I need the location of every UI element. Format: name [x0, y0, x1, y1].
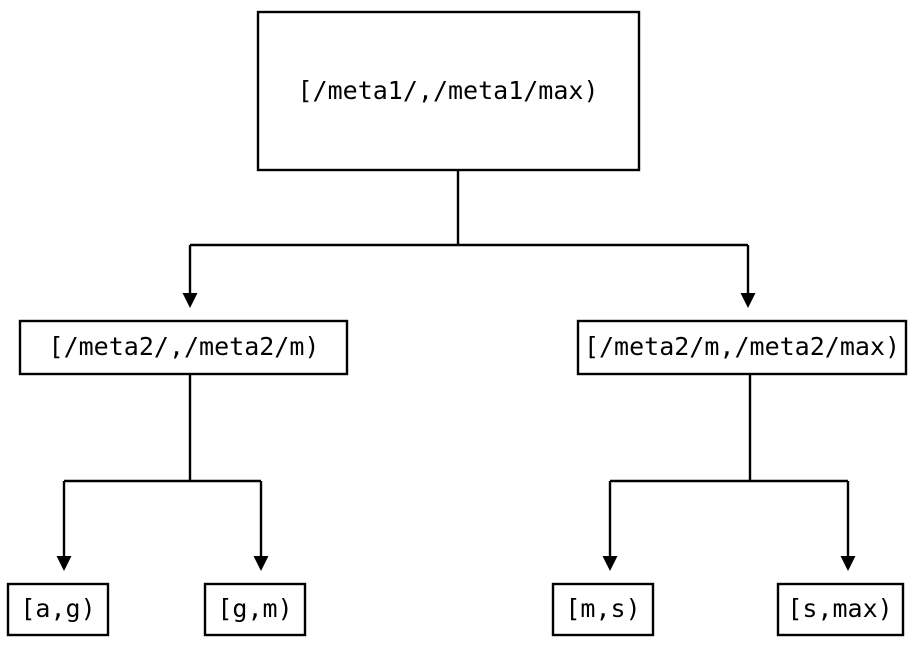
node-mid-right-label: [/meta2/m,/meta2/max): [584, 332, 900, 361]
arrowhead-leaf-2: [253, 556, 269, 571]
node-leaf-4-label: [s,max): [787, 594, 892, 623]
node-leaf-2[interactable]: [g,m): [203, 582, 307, 637]
arrowhead-mid-right: [740, 293, 756, 308]
edge-root-to-mid-right: [740, 245, 756, 308]
node-leaf-3[interactable]: [m,s): [551, 582, 655, 637]
node-leaf-3-label: [m,s): [565, 594, 640, 623]
arrowhead-leaf-1: [56, 556, 72, 571]
node-leaf-1-label: [a,g): [20, 594, 95, 623]
node-leaf-1[interactable]: [a,g): [6, 582, 110, 637]
node-mid-left-label: [/meta2/,/meta2/m): [49, 332, 320, 361]
edge-root-to-mid-left: [182, 170, 748, 308]
node-mid-left[interactable]: [/meta2/,/meta2/m): [18, 319, 349, 376]
node-root-box: [256, 10, 641, 172]
arrowhead-leaf-3: [602, 556, 618, 571]
node-leaf-4[interactable]: [s,max): [776, 582, 905, 637]
edge-mid-right-to-leaves: [602, 374, 856, 571]
arrowhead-mid-left: [182, 293, 198, 308]
node-mid-right[interactable]: [/meta2/m,/meta2/max): [576, 319, 908, 376]
node-root-label: [/meta1/,/meta1/max): [297, 76, 598, 105]
node-leaf-3-box: [551, 582, 655, 637]
node-mid-left-box: [18, 319, 349, 376]
node-leaf-4-box: [776, 582, 905, 637]
edge-mid-left-to-leaves: [56, 374, 269, 571]
node-mid-right-box: [576, 319, 908, 376]
node-root[interactable]: [/meta1/,/meta1/max): [256, 10, 641, 172]
node-leaf-2-label: [g,m): [217, 594, 292, 623]
node-leaf-1-box: [6, 582, 110, 637]
node-leaf-2-box: [203, 582, 307, 637]
arrowhead-leaf-4: [840, 556, 856, 571]
